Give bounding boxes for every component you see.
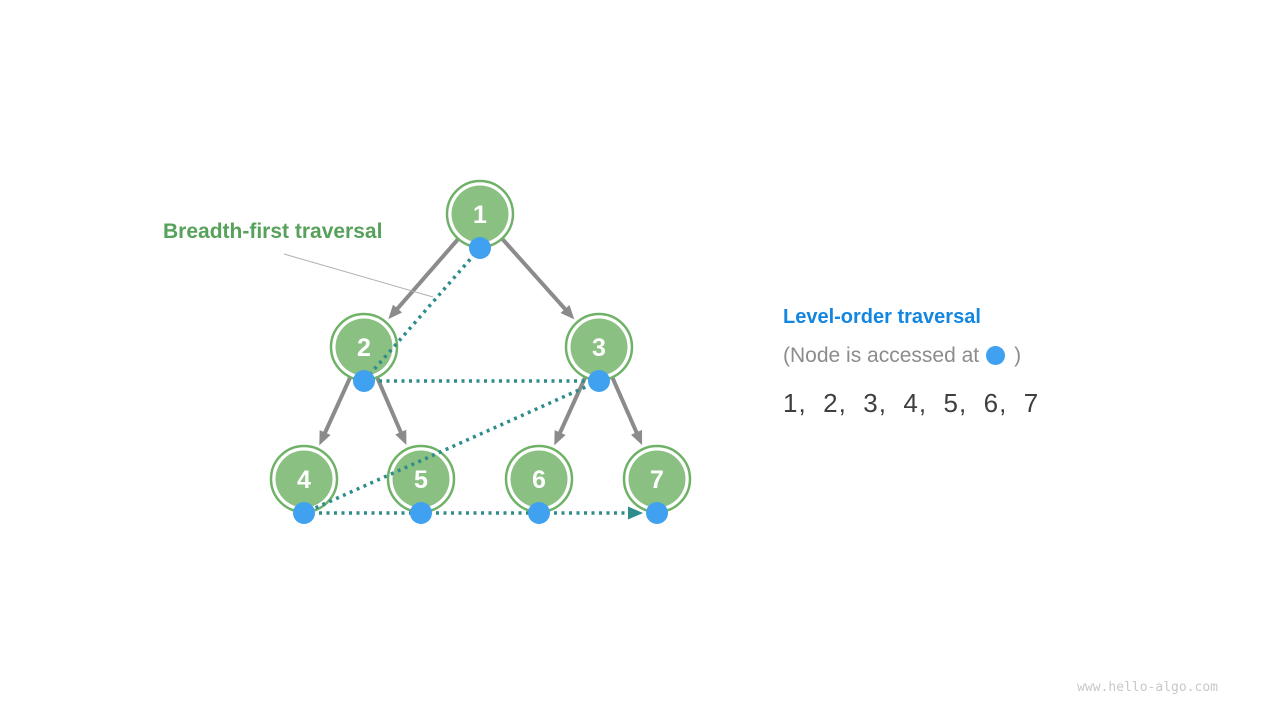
level-order-heading: Level-order traversal	[783, 306, 981, 328]
access-dot-icon	[986, 346, 1006, 365]
legend-panel: Level-order traversal (Node is accessed …	[783, 305, 1039, 418]
annotation-pointer-line	[283, 253, 434, 298]
svg-text:1: 1	[473, 201, 487, 229]
watermark: www.hello-algo.com	[1077, 680, 1218, 695]
svg-text:5: 5	[414, 466, 428, 494]
svg-text:6: 6	[532, 466, 546, 494]
access-note: (Node is accessed at)	[783, 343, 1039, 369]
traversal-dotted-path	[303, 246, 643, 520]
svg-text:2: 2	[357, 334, 371, 362]
tree-nodes: 1 2 3 4 5 6 7	[269, 179, 692, 514]
svg-text:4: 4	[297, 466, 311, 494]
breadth-first-traversal-label: Breadth-first traversal	[163, 220, 383, 243]
access-note-prefix: (Node is accessed at	[783, 344, 980, 367]
access-dots	[293, 237, 668, 524]
svg-text:7: 7	[650, 466, 664, 494]
svg-text:3: 3	[592, 334, 606, 362]
traversal-sequence: 1, 2, 3, 4, 5, 6, 7	[783, 388, 1040, 418]
access-note-suffix: )	[1014, 344, 1022, 367]
